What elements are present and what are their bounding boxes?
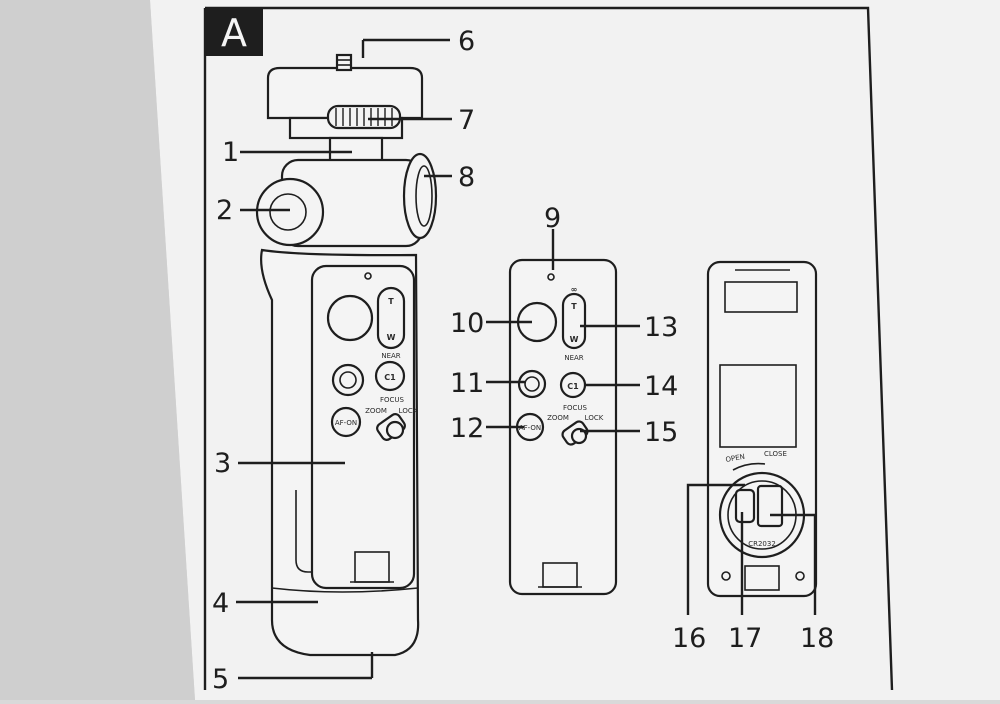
section-label-box: A <box>205 8 263 56</box>
grip-device: T W NEAR C1 AF-ON FOCUS ZOOM LOCK <box>255 53 438 657</box>
panel-led <box>364 272 372 280</box>
lock-label: LOCK <box>399 407 418 415</box>
zoom-lever-wide: W <box>387 333 396 342</box>
battery-latch <box>734 488 756 524</box>
callout-numbers: 1 2 3 4 5 6 7 8 9 10 11 12 13 14 15 16 1… <box>212 26 834 695</box>
leader-lines <box>236 38 817 680</box>
remote-front: ∞ T W NEAR C1 AF-ON FOCUS ZOOM LOCK <box>508 258 618 596</box>
callout-7: 7 <box>458 105 475 136</box>
zoom-label: ZOOM <box>365 407 387 415</box>
callout-11: 11 <box>450 368 484 399</box>
grip-leg-split <box>271 587 419 593</box>
remote-infinity-mark: ∞ <box>571 285 578 294</box>
remote-photo-button <box>517 369 547 399</box>
callout-6: 6 <box>458 26 475 57</box>
battery-type-label: CR2032 <box>748 540 776 548</box>
callout-10: 10 <box>450 308 484 339</box>
callout-5: 5 <box>212 664 229 695</box>
photo-button <box>331 363 365 397</box>
zoom-lever-tele: T <box>388 297 394 306</box>
remote-af-on-label: AF-ON <box>519 424 541 432</box>
open-arrow <box>732 462 766 471</box>
callout-3: 3 <box>214 448 231 479</box>
af-on-button-label: AF-ON <box>335 419 357 427</box>
af-on-button <box>330 406 362 438</box>
grip-groove <box>295 490 312 573</box>
callout-8: 8 <box>458 162 475 193</box>
figure-border <box>205 6 894 691</box>
callout-18: 18 <box>800 623 834 654</box>
section-label: A <box>221 11 247 55</box>
focus-switch <box>376 413 406 441</box>
remote-custom-label: C1 <box>567 382 579 391</box>
record-button <box>326 294 374 342</box>
callout-14: 14 <box>644 371 678 402</box>
remote-focus-switch <box>561 420 589 446</box>
open-label: OPEN <box>725 453 745 464</box>
callout-16: 16 <box>672 623 706 654</box>
custom-button-label: C1 <box>384 373 396 382</box>
back-hole-left <box>721 571 731 581</box>
wheel-ridges <box>335 108 393 126</box>
head-knob-right-inner <box>415 165 433 227</box>
callout-9: 9 <box>544 203 561 234</box>
callout-15: 15 <box>644 417 678 448</box>
focus-label: FOCUS <box>380 396 405 404</box>
callout-12: 12 <box>450 413 484 444</box>
remote-lock-label: LOCK <box>585 414 604 422</box>
clip-slot-top <box>724 281 798 313</box>
release-button-core <box>269 193 307 231</box>
remote-zoom-wide: W <box>570 335 579 344</box>
back-bottom-slot <box>744 565 780 591</box>
remote-zoom-lever <box>561 292 587 350</box>
label-panel <box>719 364 797 448</box>
callout-4: 4 <box>212 588 229 619</box>
remote-zoom-label: ZOOM <box>547 414 569 422</box>
close-label: CLOSE <box>764 450 787 458</box>
remote-led <box>547 273 555 281</box>
paper-shadow <box>0 0 195 700</box>
back-hole-right <box>795 571 805 581</box>
remote-zoom-near: NEAR <box>564 354 583 362</box>
photo-button-inner <box>339 371 357 389</box>
remote-zoom-tele: T <box>571 302 577 311</box>
tripod-screw <box>335 53 353 72</box>
callout-2: 2 <box>216 195 233 226</box>
zoom-lever <box>376 286 406 350</box>
remote-focus-label: FOCUS <box>563 404 588 412</box>
callout-1: 1 <box>222 137 239 168</box>
callout-13: 13 <box>644 312 678 343</box>
custom-button <box>374 360 406 392</box>
zoom-lever-near: NEAR <box>381 352 400 360</box>
battery-lock-tab <box>756 484 784 528</box>
release-button-disc <box>255 177 325 247</box>
callout-17: 17 <box>728 623 762 654</box>
remote-back: OPEN CLOSE CR2032 <box>706 260 818 598</box>
